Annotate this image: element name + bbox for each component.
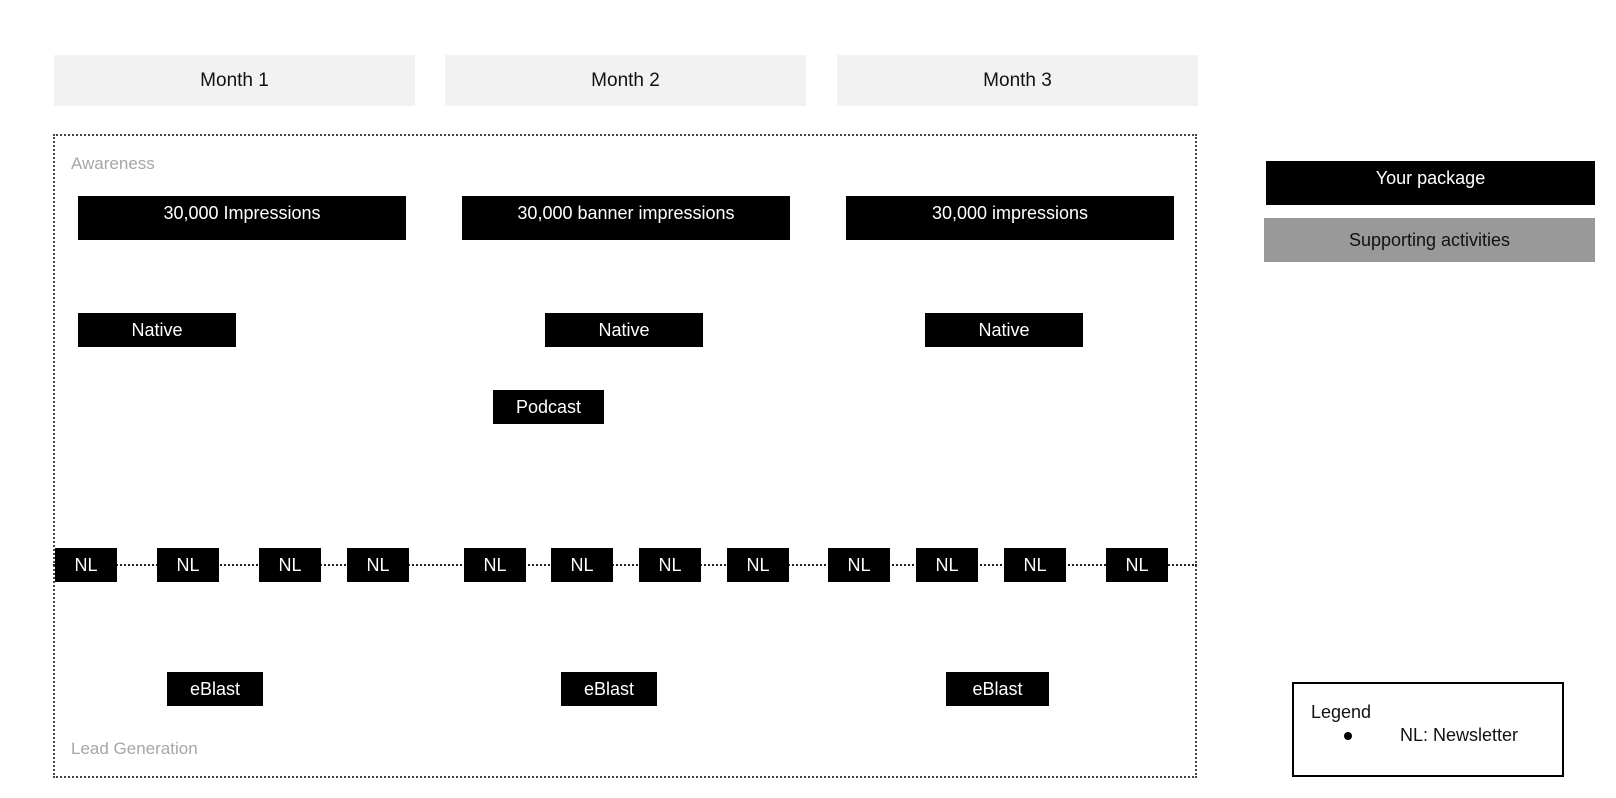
- newsletter-block: NL: [828, 548, 890, 582]
- newsletter-block: NL: [347, 548, 409, 582]
- impressions-block-month-1: 30,000 Impressions: [78, 196, 406, 240]
- eblast-block-month-3: eBlast: [946, 672, 1049, 706]
- key-your-package: Your package: [1266, 161, 1595, 205]
- newsletter-block: NL: [551, 548, 613, 582]
- native-block-month-2: Native: [545, 313, 703, 347]
- newsletter-block: NL: [727, 548, 789, 582]
- section-label-awareness: Awareness: [71, 154, 155, 173]
- month-header-2: Month 2: [445, 55, 806, 106]
- impressions-block-month-2: 30,000 banner impressions: [462, 196, 790, 240]
- section-label-lead-generation: Lead Generation: [71, 739, 198, 758]
- newsletter-timeline: [53, 564, 1197, 566]
- legend-item: NL: Newsletter: [1344, 725, 1518, 746]
- podcast-block: Podcast: [493, 390, 604, 424]
- eblast-block-month-2: eBlast: [561, 672, 657, 706]
- newsletter-block: NL: [157, 548, 219, 582]
- legend-item-label: NL: Newsletter: [1400, 725, 1519, 745]
- legend: Legend NL: Newsletter: [1292, 682, 1564, 777]
- native-block-month-1: Native: [78, 313, 236, 347]
- month-header-1: Month 1: [54, 55, 415, 106]
- legend-title: Legend: [1311, 702, 1372, 722]
- eblast-block-month-1: eBlast: [167, 672, 263, 706]
- newsletter-block: NL: [464, 548, 526, 582]
- bullet-icon: [1344, 731, 1352, 740]
- newsletter-block: NL: [55, 548, 117, 582]
- impressions-block-month-3: 30,000 impressions: [846, 196, 1174, 240]
- newsletter-block: NL: [639, 548, 701, 582]
- plan-frame: [53, 134, 1197, 778]
- native-block-month-3: Native: [925, 313, 1083, 347]
- key-supporting-activities: Supporting activities: [1264, 218, 1595, 262]
- newsletter-block: NL: [916, 548, 978, 582]
- month-header-3: Month 3: [837, 55, 1198, 106]
- newsletter-block: NL: [1004, 548, 1066, 582]
- newsletter-block: NL: [259, 548, 321, 582]
- newsletter-block: NL: [1106, 548, 1168, 582]
